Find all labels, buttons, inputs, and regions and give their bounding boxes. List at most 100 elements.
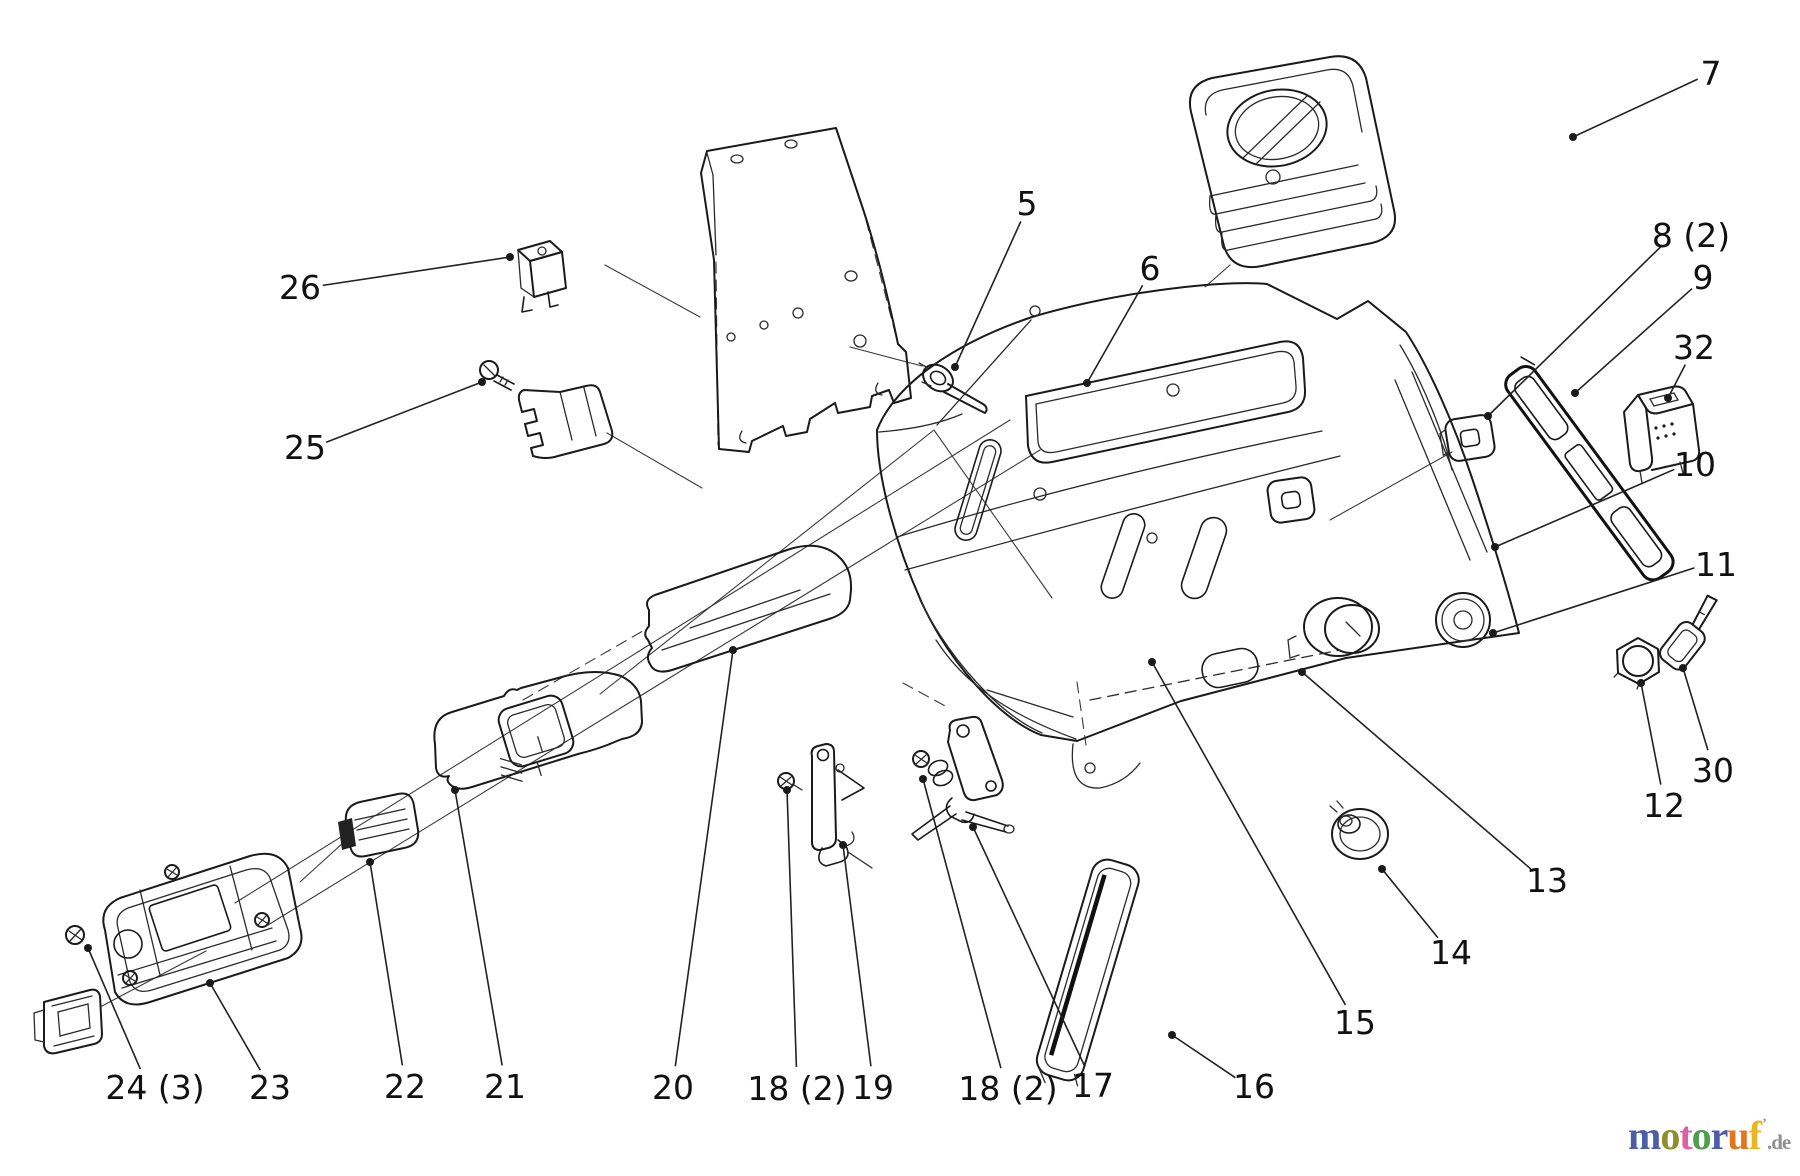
leader-dot-9 [1571,389,1579,397]
leader-line-10 [1494,468,1675,548]
leader-line-11 [1492,567,1695,634]
part-label-6: 6 [1140,249,1161,288]
leader-dot-15 [1148,658,1156,666]
leader-dot-8 [1484,412,1492,420]
part-label-26: 26 [279,268,321,307]
leader-line-14 [1381,868,1439,939]
part-label-12: 12 [1643,786,1685,825]
part-label-30: 30 [1692,751,1734,790]
leader-dot-6 [1083,379,1091,387]
console-housing-drawing [876,282,1520,789]
button-pad-drawing [338,792,420,858]
leader-line-18-right [922,778,1002,1069]
screw-bracket-drawing [479,360,614,459]
leader-line-13 [1301,671,1532,870]
part-label-15: 15 [1334,1003,1376,1042]
leader-dot-13 [1298,668,1306,676]
leader-line-26 [322,256,511,287]
part-label-14: 14 [1430,933,1472,972]
leader-dot-30 [1679,664,1687,672]
leader-line-5 [954,221,1022,368]
relay-bracket-drawing [517,240,567,313]
watermark-logo: motoruf’.de [1628,1112,1791,1159]
part-label-18-right: 18 (2) [958,1069,1057,1108]
part-label-25: 25 [284,428,326,467]
trim-strip-drawing [1504,356,1675,582]
side-strip-drawing [1035,858,1140,1087]
leader-dot-12 [1637,679,1645,687]
leader-dot-23 [206,979,214,987]
leader-dot-20 [729,646,737,654]
hex-nut-drawing [1613,637,1660,690]
leader-line-24 [87,947,142,1070]
leader-dot-26 [506,253,514,261]
leader-dot-7 [1569,133,1577,141]
leader-line-8 [1487,245,1662,417]
part-label-16: 16 [1233,1067,1275,1106]
leader-dot-19 [839,841,847,849]
part-label-21: 21 [484,1067,526,1106]
watermark-letter: t [1679,1113,1692,1158]
lever-link-drawing [777,743,873,869]
part-label-24: 24 (3) [105,1068,204,1107]
watermark-letter: o [1660,1113,1680,1158]
hinge-pin-drawing [918,362,988,414]
grommet-pad-drawing [1439,414,1496,462]
leader-line-9 [1574,288,1693,394]
leader-dot-32 [1664,394,1672,402]
leader-line-20 [674,649,734,1067]
part-label-7: 7 [1701,54,1722,93]
leader-dot-17 [969,823,977,831]
watermark-letter: r [1710,1113,1729,1158]
part-label-22: 22 [384,1067,426,1106]
part-label-10: 10 [1674,445,1716,484]
part-label-32: 32 [1673,328,1715,367]
leader-dot-25 [478,378,486,386]
part-label-11: 11 [1695,545,1737,584]
leader-dot-18-left [783,786,791,794]
leader-dot-16 [1168,1031,1176,1039]
leader-line-7 [1572,78,1699,138]
watermark-letter: o [1691,1113,1712,1158]
screw-and-endcap-drawing [33,925,103,1055]
leader-line-32 [1667,364,1686,399]
leader-line-30 [1682,667,1709,751]
part-label-13: 13 [1526,861,1568,900]
leader-line-12 [1640,682,1662,785]
watermark-mark: ’ [1762,1116,1767,1132]
round-grommet-drawing [1329,800,1389,860]
leader-line-15 [1151,661,1347,1006]
leader-line-22 [369,861,404,1066]
handle-housing-drawing [102,852,303,1006]
leader-dot-18-right [919,775,927,783]
part-label-20: 20 [652,1068,694,1107]
leader-line-23 [209,982,261,1071]
part-label-18-left: 18 (2) [747,1069,846,1108]
leader-line-6 [1086,284,1144,384]
part-label-19: 19 [852,1068,894,1107]
leader-dot-22 [366,858,374,866]
watermark-letter: f [1748,1113,1762,1158]
construction-lines [101,219,1453,1007]
leader-dot-5 [951,363,959,371]
part-label-8: 8 (2) [1652,216,1730,255]
leader-line-17 [972,826,1086,1068]
leader-dot-10 [1491,543,1499,551]
leader-line-19 [842,844,872,1067]
handle-cover-drawing [433,670,643,790]
part-label-9: 9 [1693,258,1714,297]
part-label-23: 23 [249,1068,291,1107]
part-label-17: 17 [1072,1066,1114,1105]
leader-line-16 [1171,1034,1236,1079]
bellcrank-drawing [911,715,1015,841]
watermark-suffix: .de [1767,1130,1791,1154]
leader-dot-21 [451,786,459,794]
leader-line-18-left [786,789,798,1068]
leader-dot-11 [1489,629,1497,637]
mounting-plate-drawing [700,127,912,453]
key-drawing [1659,594,1718,671]
watermark-letter: m [1628,1113,1661,1158]
